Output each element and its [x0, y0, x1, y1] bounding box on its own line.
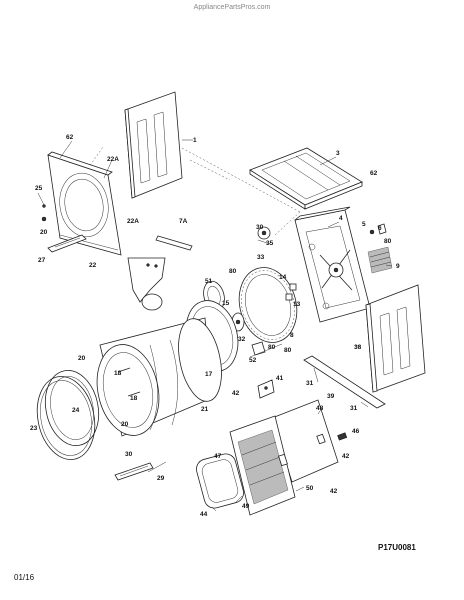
diagram-code: P17U0081 [378, 543, 416, 552]
callout-22: 22 [89, 262, 97, 269]
callout-47: 47 [214, 453, 222, 460]
front-panel [47, 151, 122, 256]
callout-18-top: 18 [114, 370, 122, 377]
callout-80-mid: 80 [268, 344, 276, 351]
door-seal [196, 453, 244, 509]
callout-33: 33 [257, 254, 265, 261]
callout-62-left: 62 [66, 134, 74, 141]
callout-15: 15 [222, 300, 230, 307]
site-watermark: AppliancePartsPros.com [193, 4, 271, 11]
callout-51: 51 [205, 278, 213, 285]
callout-5: 5 [362, 221, 366, 228]
callout-30-top: 30 [256, 224, 264, 231]
lint-filter [47, 234, 87, 253]
callout-29: 29 [157, 475, 165, 482]
callout-80-low: 80 [284, 347, 292, 354]
callout-49: 49 [242, 503, 250, 510]
callout-23: 23 [30, 425, 38, 432]
callout-9: 9 [396, 263, 400, 270]
callout-20-top: 20 [78, 355, 86, 362]
callout-48: 48 [316, 405, 324, 412]
lower-front-panel [229, 415, 296, 516]
callout-labels: 1 62 22A 25 22A 7A 20 27 22 3 62 4 5 6 8… [30, 134, 400, 518]
callout-7A: 7A [179, 218, 188, 225]
callout-38: 38 [354, 344, 362, 351]
side-panel-right [365, 284, 426, 393]
callout-42-mid: 42 [342, 453, 350, 460]
callout-52: 52 [249, 357, 257, 364]
callout-39: 39 [327, 393, 335, 400]
callout-22A-mid: 22A [127, 218, 139, 225]
callout-3: 3 [336, 150, 340, 157]
callout-42-left: 42 [232, 390, 240, 397]
callout-1: 1 [193, 137, 197, 144]
callout-31-top: 31 [306, 380, 314, 387]
callout-leaders [59, 139, 393, 512]
heater-bracket [257, 379, 275, 399]
callout-30-bottom: 30 [125, 451, 133, 458]
callout-21: 21 [201, 406, 209, 413]
callout-46: 46 [352, 428, 360, 435]
callout-18-mid: 18 [130, 395, 138, 402]
callout-80-right: 80 [384, 238, 392, 245]
lint-duct [127, 257, 166, 311]
front-seal-rings [36, 370, 100, 460]
thermostat-knob [257, 226, 271, 245]
top-panel [249, 147, 363, 210]
rear-panel [294, 206, 371, 323]
callout-20-low: 20 [121, 421, 129, 428]
callout-44: 44 [200, 511, 208, 518]
callout-27: 27 [38, 257, 46, 264]
callout-31-low: 31 [350, 405, 358, 412]
revision-date: 01/16 [14, 573, 35, 582]
callout-6: 6 [378, 225, 382, 232]
dryer-drum [96, 317, 222, 437]
callout-26: 20 [40, 229, 48, 236]
filter-trim [155, 235, 193, 251]
toe-kick [303, 355, 386, 409]
drum-baffle-loose [114, 462, 154, 481]
callout-35: 35 [266, 240, 274, 247]
callout-25: 25 [35, 185, 43, 192]
fasteners-left [37, 192, 47, 222]
thermostat-parts [285, 283, 297, 301]
drum-baffles [117, 367, 141, 397]
callout-62-right: 62 [370, 170, 378, 177]
callout-14: 14 [279, 274, 287, 281]
callout-42-low: 42 [330, 488, 338, 495]
side-panel-left [124, 91, 183, 199]
callout-41: 41 [276, 375, 284, 382]
callout-4: 4 [339, 215, 343, 222]
callout-8: 8 [290, 332, 294, 339]
callout-22A-top: 22A [107, 156, 119, 163]
callout-24: 24 [72, 407, 80, 414]
rear-vent [367, 246, 393, 274]
callout-17: 17 [205, 371, 213, 378]
panel-clip [337, 432, 348, 441]
rear-clips [369, 223, 387, 235]
callout-13: 13 [293, 301, 301, 308]
callout-80-top: 80 [229, 268, 237, 275]
callout-50: 50 [306, 485, 314, 492]
callout-32: 32 [238, 336, 246, 343]
